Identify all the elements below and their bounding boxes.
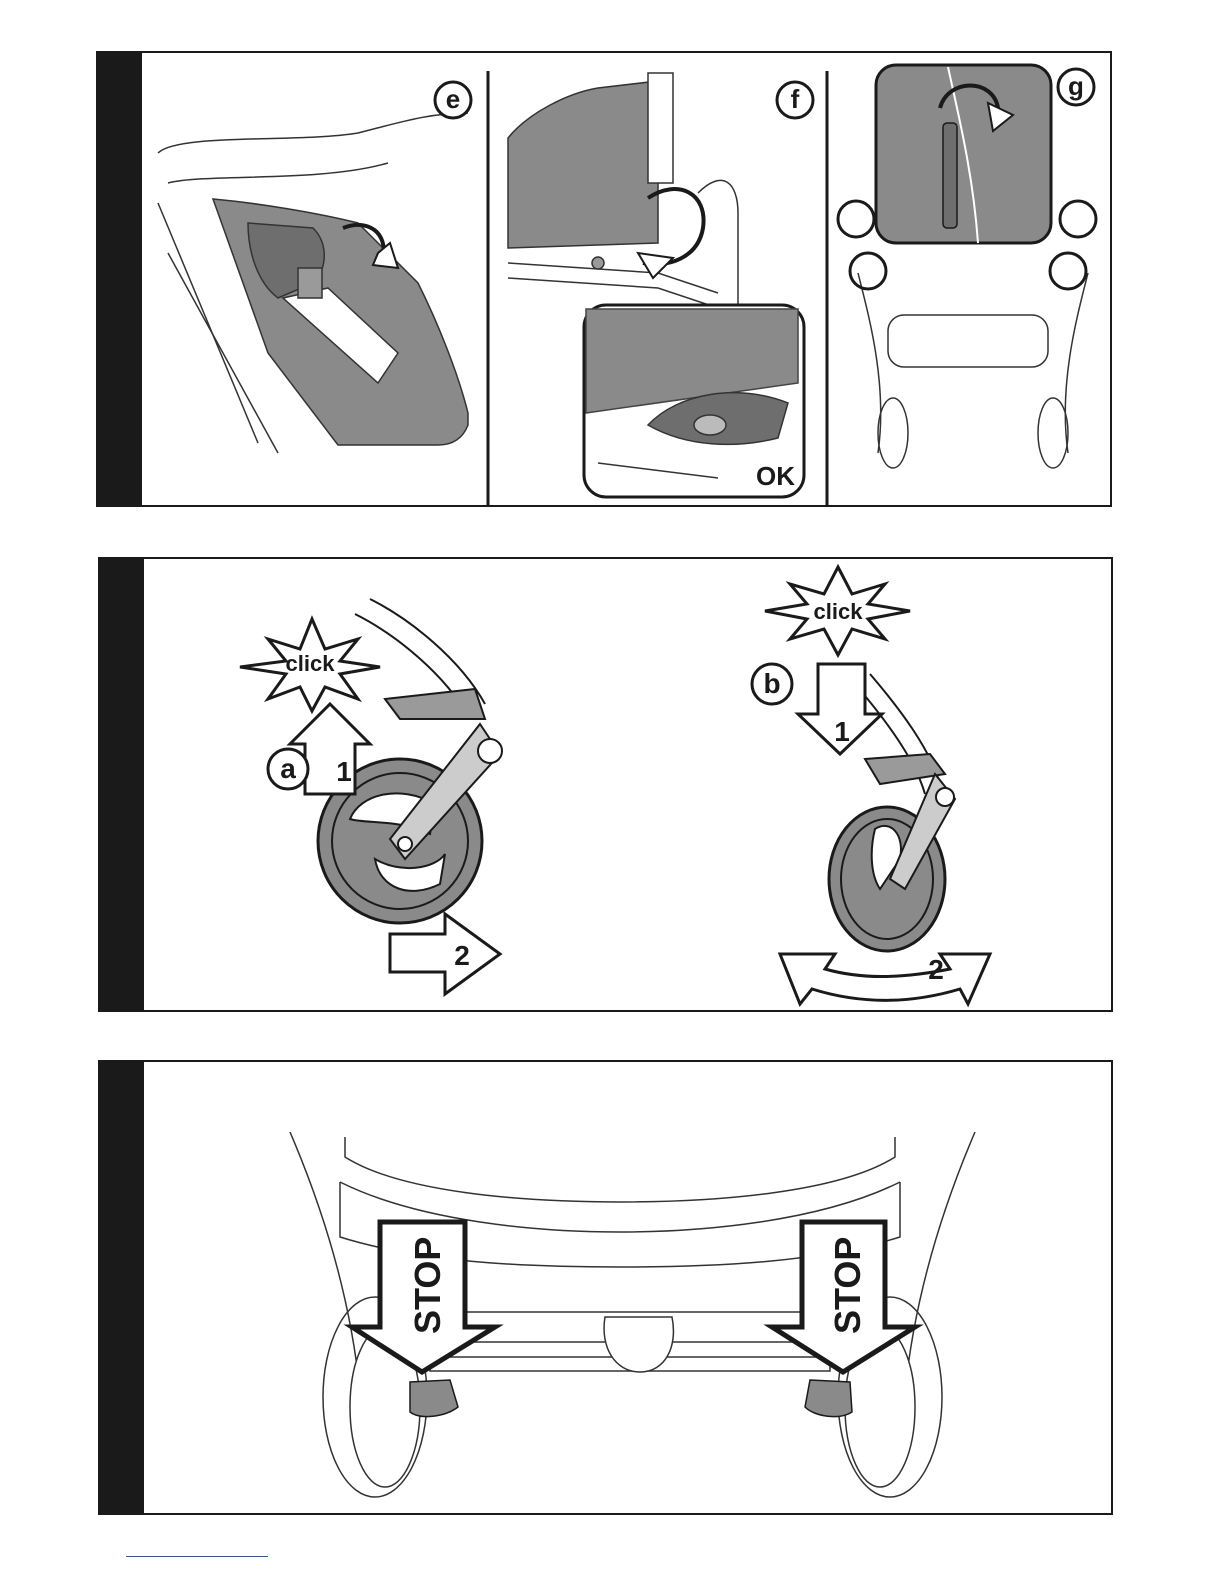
panel-2-illustrations: click 1 2 a click — [100, 559, 1111, 1010]
step-letter: g — [1068, 71, 1084, 101]
step-b-burst: click — [765, 567, 910, 655]
step-g-illustration — [838, 65, 1096, 468]
arrow-number: 1 — [834, 716, 850, 747]
step-letter: f — [791, 84, 800, 114]
step-f-illustration — [508, 73, 804, 497]
click-text: click — [814, 599, 864, 624]
arrow-number: 2 — [454, 940, 470, 971]
footer-rule — [126, 1556, 268, 1557]
instruction-panel-1: e f OK — [96, 51, 1112, 507]
panel-3-illustration: STOP STOP — [100, 1062, 1111, 1513]
step-letter: b — [763, 668, 780, 699]
step-b-arrow-2: 2 — [780, 954, 990, 1004]
stop-label: STOP — [407, 1237, 448, 1334]
step-e-label: e — [435, 82, 471, 118]
arrow-number: 1 — [336, 756, 352, 787]
panel-1-illustrations: e f OK — [98, 53, 1110, 505]
instruction-panel-3: STOP STOP — [98, 1060, 1113, 1515]
step-a-label: a — [268, 749, 308, 789]
step-letter: e — [446, 84, 460, 114]
step-a-arrow-2: 2 — [390, 914, 500, 994]
step-b-arrow-1: 1 — [798, 664, 882, 754]
instruction-panel-2: click 1 2 a click — [98, 557, 1113, 1012]
arrow-number: 2 — [928, 954, 944, 985]
step-a-burst: click — [240, 619, 380, 711]
click-text: click — [286, 651, 336, 676]
step-g-label: g — [1058, 69, 1094, 105]
step-e-illustration — [158, 113, 468, 453]
step-letter: a — [280, 753, 296, 784]
stop-label: STOP — [827, 1237, 868, 1334]
ok-label: OK — [756, 461, 795, 491]
step-b-label: b — [752, 664, 792, 704]
